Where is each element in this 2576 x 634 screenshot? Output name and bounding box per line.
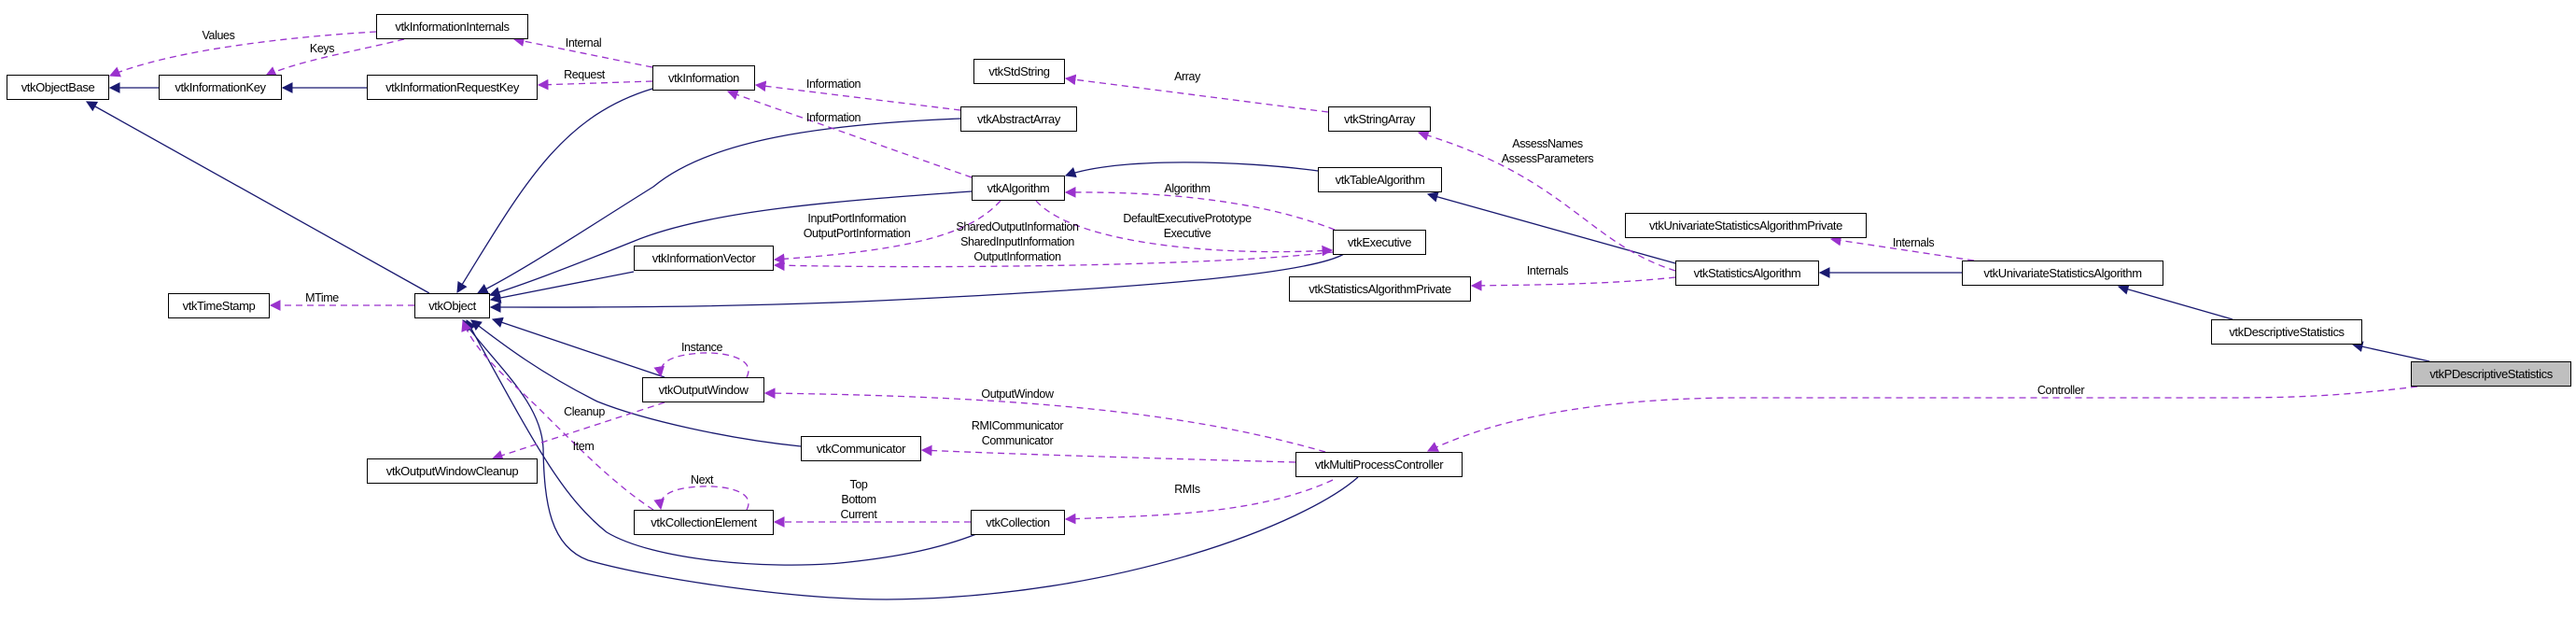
node-vtkpdescriptivestatistics[interactable]: vtkPDescriptiveStatistics (2411, 361, 2571, 387)
edge-pdescriptive-to-descriptive (2351, 341, 2430, 362)
edge-label-keys: Keys (309, 42, 335, 55)
edge-keys (264, 38, 405, 77)
edge-label-internals: Internals (1892, 236, 1935, 249)
edge-multiprocesscontroller-to-object (462, 319, 1359, 600)
edge-label-outputportinformation: OutputPortInformation (803, 227, 911, 240)
edge-internal (512, 35, 653, 68)
edge-label-sharedoutputinformation: SharedOutputInformation (956, 220, 1079, 233)
node-vtkinformationinternals[interactable]: vtkInformationInternals (376, 14, 528, 39)
edge-internals-univariate (1829, 234, 1975, 261)
edge-statisticsalgorithm-to-tablealgorithm (1426, 191, 1676, 264)
edge-label-executive: Executive (1163, 227, 1211, 240)
edge-label-assessparameters: AssessParameters (1501, 152, 1594, 165)
edge-label-next: Next (690, 473, 714, 486)
edge-label-cleanup: Cleanup (564, 405, 605, 418)
node-vtkoutputwindow[interactable]: vtkOutputWindow (642, 377, 764, 402)
node-vtkinformationrequestkey[interactable]: vtkInformationRequestKey (367, 75, 538, 100)
edge-label-array: Array (1174, 70, 1200, 83)
node-vtkstringarray[interactable]: vtkStringArray (1328, 106, 1431, 132)
node-vtkexecutive[interactable]: vtkExecutive (1333, 230, 1426, 255)
edge-label-rmicommunicator: RMICommunicator (971, 419, 1064, 432)
edge-executive-to-object (489, 253, 1345, 313)
edge-algorithm-to-object (488, 190, 973, 298)
node-vtkinformationvector[interactable]: vtkInformationVector (634, 246, 774, 271)
edge-controller (1426, 386, 2418, 452)
node-vtkmultiprocesscontroller[interactable]: vtkMultiProcessController (1295, 452, 1463, 477)
edge-label-mtime: MTime (305, 291, 339, 304)
edge-label-defaultexecutiveprototype: DefaultExecutivePrototype (1123, 212, 1252, 225)
node-vtkunivariatestatisticsalgorithm[interactable]: vtkUnivariateStatisticsAlgorithm (1962, 261, 2163, 286)
node-vtkcollectionelement[interactable]: vtkCollectionElement (634, 510, 774, 535)
node-vtkunivariatestatisticsalgorithmprivate[interactable]: vtkUnivariateStatisticsAlgorithmPrivate (1625, 213, 1867, 238)
edge-label-internal: Internal (565, 36, 602, 49)
edge-label-information: Information (805, 111, 861, 124)
edge-item (461, 319, 654, 511)
node-vtktablealgorithm[interactable]: vtkTableAlgorithm (1318, 167, 1442, 192)
edge-assess (1417, 130, 1676, 272)
edge-label-outputinformation: OutputInformation (973, 250, 1061, 263)
edge-collection-to-object (466, 318, 977, 566)
node-vtkstatisticsalgorithm[interactable]: vtkStatisticsAlgorithm (1675, 261, 1819, 286)
edge-rmis (1064, 479, 1334, 525)
node-vtkcollection[interactable]: vtkCollection (971, 510, 1065, 535)
edge-portinformation (773, 200, 1001, 265)
edge-information-abstractarray (754, 80, 961, 111)
edge-outputwindow (763, 387, 1326, 453)
edge-outputwindow-to-object (491, 317, 665, 378)
edge-label-values: Values (202, 29, 235, 42)
node-vtkoutputwindowcleanup[interactable]: vtkOutputWindowCleanup (367, 458, 538, 484)
edge-informationvector-to-object (489, 271, 635, 303)
edge-tablealgorithm-to-algorithm (1064, 162, 1319, 178)
edge-label-inputportinformation: InputPortInformation (807, 212, 906, 225)
edge-descriptive-to-univariate (2117, 284, 2233, 320)
node-vtkobject[interactable]: vtkObject (414, 293, 490, 318)
node-vtkalgorithm[interactable]: vtkAlgorithm (972, 176, 1065, 201)
edge-information-algorithm (726, 89, 973, 178)
edge-abstractarray-to-object (476, 118, 961, 294)
edge-label-rmis: RMIs (1174, 483, 1200, 496)
node-vtkobjectbase[interactable]: vtkObjectBase (7, 75, 109, 100)
edge-label-request: Request (564, 68, 605, 81)
edge-next (653, 486, 749, 511)
edge-communicator-to-object (470, 319, 802, 447)
edge-internals-statistics (1470, 276, 1676, 291)
edge-label-item: Item (572, 440, 595, 453)
edge-label-instance: Instance (680, 341, 723, 354)
node-vtkinformationkey[interactable]: vtkInformationKey (159, 75, 282, 100)
edge-algorithm (1064, 187, 1336, 231)
edge-cleanup (491, 402, 665, 461)
edge-object-to-objectbase (85, 101, 430, 294)
edge-values (108, 31, 377, 77)
edge-label-top: Top (849, 478, 868, 491)
node-vtkinformation[interactable]: vtkInformation (652, 65, 755, 91)
edge-executive (1035, 200, 1334, 257)
edge-label-information: Information (805, 77, 861, 91)
node-vtkcommunicator[interactable]: vtkCommunicator (801, 436, 921, 461)
edge-label-bottom: Bottom (841, 493, 876, 506)
edge-instance (653, 352, 749, 378)
edge-label-internals: Internals (1526, 264, 1569, 277)
node-vtkstatisticsalgorithmprivate[interactable]: vtkStatisticsAlgorithmPrivate (1289, 276, 1471, 302)
node-vtkstdstring[interactable]: vtkStdString (973, 59, 1065, 84)
edge-label-outputwindow: OutputWindow (981, 387, 1054, 401)
node-vtkdescriptivestatistics[interactable]: vtkDescriptiveStatistics (2211, 319, 2362, 345)
edge-label-sharedinputinformation: SharedInputInformation (960, 235, 1074, 248)
edge-sharedinformation (773, 251, 1334, 272)
edge-request (537, 78, 653, 91)
edge-label-controller: Controller (2037, 384, 2085, 397)
edge-label-communicator: Communicator (981, 434, 1054, 447)
edge-label-algorithm: Algorithm (1164, 182, 1211, 195)
edge-label-current: Current (840, 508, 877, 521)
node-vtktimestamp[interactable]: vtkTimeStamp (168, 293, 270, 318)
node-vtkabstractarray[interactable]: vtkAbstractArray (960, 106, 1077, 132)
edge-label-assessnames: AssessNames (1512, 137, 1583, 150)
edge-rmicommunicator (920, 444, 1296, 463)
edge-information-to-object (456, 88, 653, 293)
